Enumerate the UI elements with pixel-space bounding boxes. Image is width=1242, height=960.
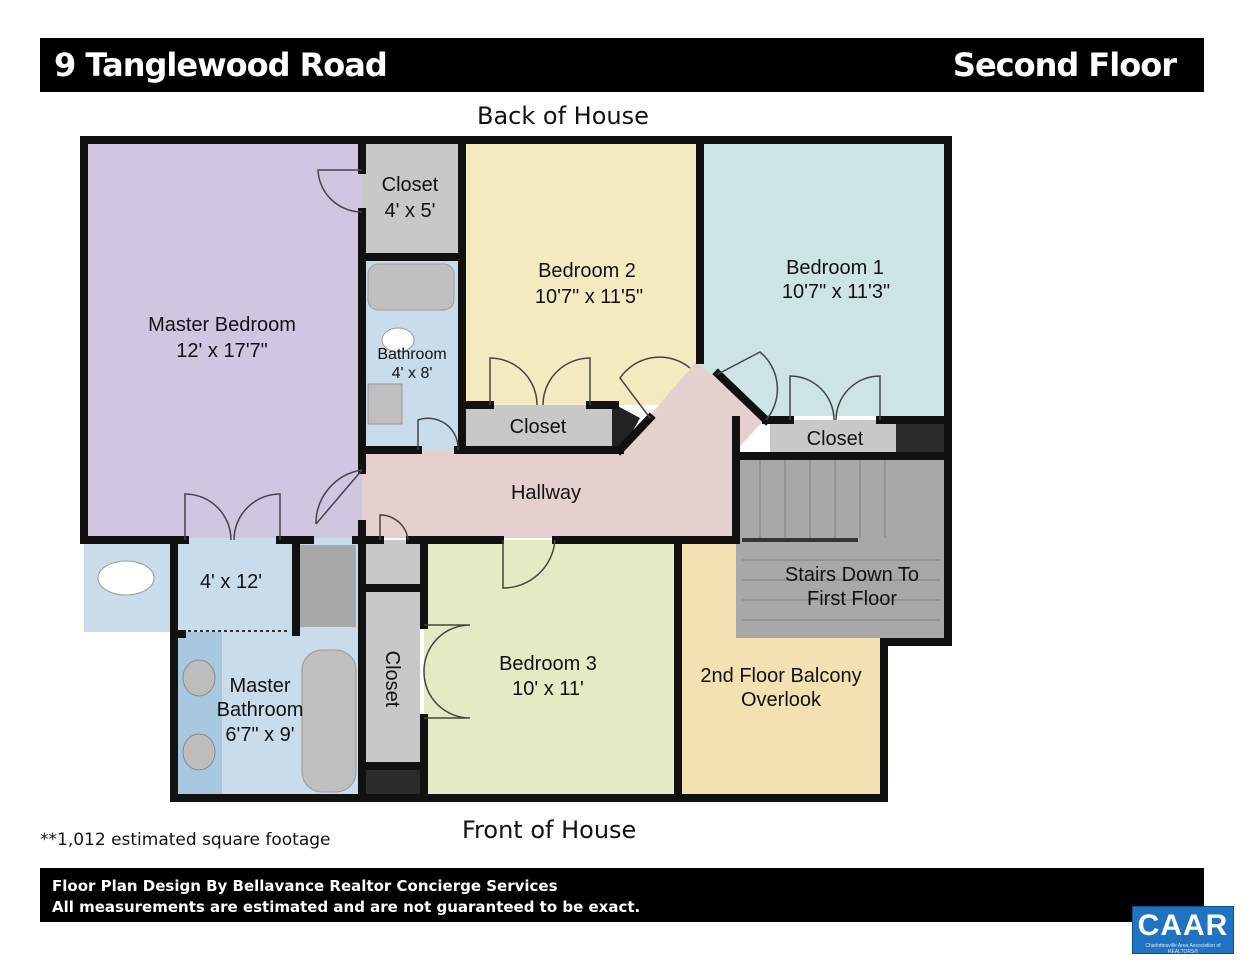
stairs-label-2: First Floor <box>807 588 897 610</box>
property-address: 9 Tanglewood Road <box>54 46 388 84</box>
bathroom-size: 4' x 8' <box>392 365 433 382</box>
footer-bar: Floor Plan Design By Bellavance Realtor … <box>40 868 1204 922</box>
closet-b1-chase <box>896 420 946 454</box>
caar-logo-text: CAAR <box>1137 909 1229 942</box>
closet-vertical-area <box>362 592 420 764</box>
master-bedroom-area <box>84 140 362 538</box>
bedroom2-name: Bedroom 2 <box>538 260 636 282</box>
balcony-label-2: Overlook <box>741 689 822 711</box>
master-bathroom-name-1: Master <box>229 675 290 697</box>
footer-credit: Floor Plan Design By Bellavance Realtor … <box>52 877 558 895</box>
caar-logo-subtext: Charlottesville Area Association of REAL… <box>1145 943 1221 955</box>
floor-title: Second Floor <box>952 46 1177 84</box>
master-bathroom-name-2: Bathroom <box>217 699 304 721</box>
closet-small-name: Closet <box>382 174 439 196</box>
sink-bottom <box>182 733 216 771</box>
bathroom-tub <box>367 263 455 311</box>
walls <box>80 136 952 802</box>
bathroom-toilet <box>381 327 415 353</box>
closet-b2-name: Closet <box>510 416 567 438</box>
bedroom3-name: Bedroom 3 <box>499 653 597 675</box>
bathroom-name: Bathroom <box>377 346 446 363</box>
master-toilet <box>97 560 155 596</box>
master-bathroom-size: 6'7" x 9' <box>225 724 294 746</box>
door-swings <box>184 169 881 719</box>
bedroom1-name: Bedroom 1 <box>786 257 884 279</box>
back-of-house-label: Back of House <box>477 102 649 130</box>
master-bedroom-size: 12' x 17'7" <box>176 340 267 362</box>
master-bedroom-name: Master Bedroom <box>148 314 296 336</box>
closet-b1-area <box>770 420 896 454</box>
sink-top <box>182 659 216 697</box>
hallway-name: Hallway <box>511 482 581 504</box>
bedroom3-size: 10' x 11' <box>512 678 584 700</box>
closet-b1-name: Closet <box>807 428 864 450</box>
closet-b2-area <box>464 405 614 447</box>
closet-b2-chase <box>612 403 640 447</box>
bathtub <box>301 649 357 793</box>
closet-small-area <box>362 140 462 257</box>
bedroom2-size: 10'7" x 11'5" <box>535 286 643 308</box>
master-bath-upper-size: 4' x 12' <box>200 571 262 593</box>
square-footage-note: **1,012 estimated square footage <box>40 830 331 850</box>
closet-small-size: 4' x 5' <box>385 200 436 222</box>
balcony-label-1: 2nd Floor Balcony <box>700 665 861 687</box>
title-bar: 9 Tanglewood Road Second Floor <box>40 38 1204 92</box>
bathroom-sink <box>367 383 403 425</box>
footer-disclaimer: All measurements are estimated and are n… <box>52 898 641 916</box>
stairs-label-1: Stairs Down To <box>785 564 919 586</box>
bedroom3-area <box>424 540 676 797</box>
stair-treads <box>742 458 940 621</box>
shower <box>296 545 356 627</box>
closet-vertical-name: Closet <box>381 651 403 708</box>
bedroom1-size: 10'7" x 11'3" <box>782 281 890 303</box>
front-of-house-label: Front of House <box>462 816 637 844</box>
bedroom1-area <box>700 140 948 416</box>
bedroom2-area <box>462 140 700 405</box>
caar-logo: CAAR Charlottesville Area Association of… <box>1132 906 1234 955</box>
vanity-counter <box>178 632 222 797</box>
